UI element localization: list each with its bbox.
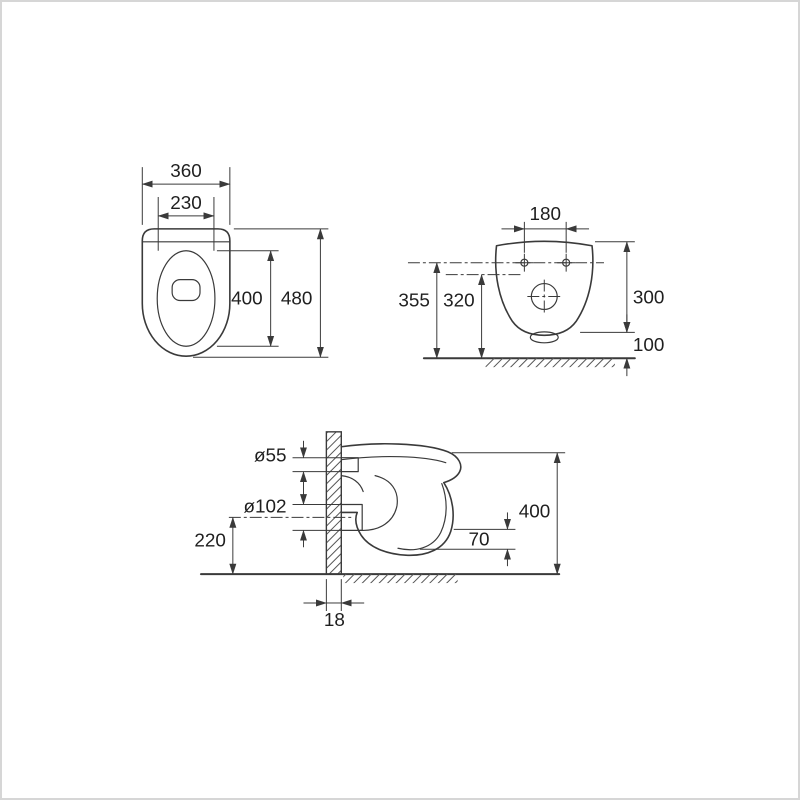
- dim-value-outlet-height: 220: [194, 530, 226, 551]
- dim-overall-height: 400: [451, 452, 566, 575]
- top-view: 360 230 400 480: [141, 161, 329, 358]
- bowl-inner-line: [397, 482, 447, 551]
- rim-inner-line: [340, 456, 447, 464]
- extension-lines: [523, 221, 567, 253]
- dim-value-flush-inlet-diameter: ø55: [254, 446, 287, 467]
- dim-value-overall-height: 400: [519, 501, 551, 522]
- dim-rim-ledge: 70: [419, 512, 516, 567]
- dim-value-overall-depth: 480: [281, 288, 313, 309]
- outlet-stub: [340, 503, 363, 531]
- outlet-front: [529, 331, 559, 344]
- dim-outlet-height: 220: [194, 516, 237, 575]
- pan-outline-side: [340, 443, 462, 557]
- dim-value-outlet-diameter: ø102: [244, 496, 287, 517]
- dim-value-overall-width: 360: [170, 161, 202, 182]
- dim-value-fixing-hole-spacing: 180: [530, 204, 562, 225]
- dim-value-rim-ledge: 70: [469, 529, 490, 550]
- fixing-hole-cross: [557, 253, 576, 272]
- dim-seat-width: 230: [157, 193, 215, 251]
- extension-lines: [157, 197, 215, 251]
- dim-flush-inlet-diameter: ø55: [254, 440, 342, 489]
- extension-lines: [325, 579, 342, 611]
- floor-hatch-side: [343, 574, 458, 584]
- floor-hatch-front: [485, 358, 615, 368]
- pan-outline-front: [494, 240, 594, 337]
- dim-outlet-axis-height: 320: [443, 274, 486, 359]
- side-view: ø55 ø102 220 70 400 18: [194, 431, 566, 631]
- seat-opening: [156, 250, 216, 347]
- dim-value-seat-width: 230: [170, 193, 202, 214]
- dim-value-seat-length: 400: [231, 288, 263, 309]
- dim-value-wall-panel-thickness: 18: [324, 610, 345, 631]
- fixing-hole-right: [557, 253, 576, 272]
- dim-value-pan-height: 300: [633, 287, 665, 308]
- fixing-hole-cross: [515, 253, 534, 272]
- dim-seat-length: 400: [216, 250, 279, 347]
- dim-wall-panel-thickness: 18: [303, 579, 365, 631]
- dim-outlet-diameter: ø102: [244, 487, 342, 548]
- wall-section: [325, 431, 342, 575]
- pan-outline-top: [141, 228, 231, 358]
- water-area: [171, 279, 201, 302]
- dim-fixing-hole-spacing: 180: [501, 204, 590, 253]
- dim-flush-axis-height: 355: [398, 262, 441, 359]
- dim-overall-depth: 480: [193, 228, 329, 358]
- trap-curve: [340, 475, 398, 531]
- dim-value-underside-clearance: 100: [633, 335, 665, 356]
- extension-lines: [193, 228, 329, 358]
- front-view: 180 355 320 300 100: [398, 204, 665, 377]
- dim-underside-clearance: 100: [623, 314, 665, 377]
- dim-overall-width: 360: [141, 161, 231, 225]
- flush-inlet-stub: [340, 457, 359, 473]
- extension-lines: [141, 167, 231, 225]
- dim-value-outlet-axis-height: 320: [443, 290, 475, 311]
- fixing-hole-left: [515, 253, 534, 272]
- drain-crosshair: [527, 279, 562, 314]
- dim-value-flush-axis-height: 355: [398, 290, 430, 311]
